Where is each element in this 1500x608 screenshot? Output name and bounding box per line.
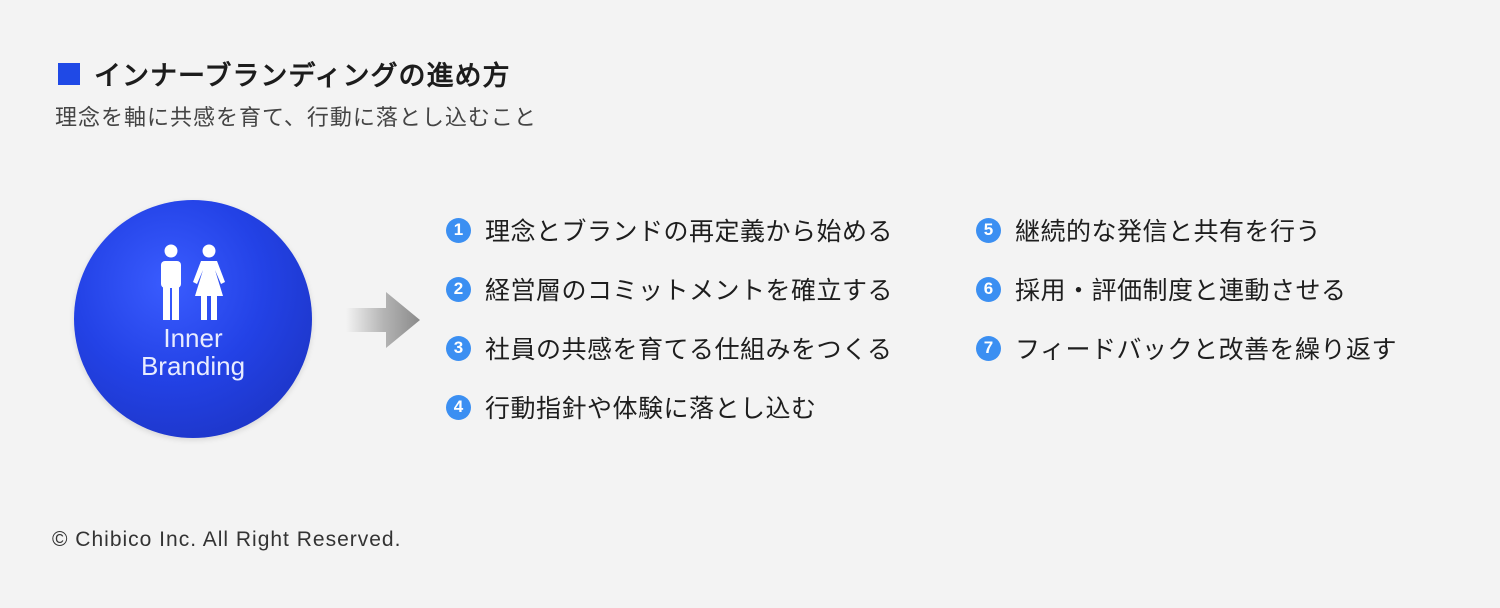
circle-label-line1: Inner xyxy=(163,323,223,353)
step-text: 経営層のコミットメントを確立する xyxy=(485,276,894,305)
circle-label-line2: Branding xyxy=(140,351,246,381)
header: インナーブランディングの進め方 xyxy=(58,54,511,93)
step-item: 2 経営層のコミットメントを確立する xyxy=(446,269,893,309)
step-text: 社員の共感を育てる仕組みをつくる xyxy=(485,335,893,364)
step-number-badge: 5 xyxy=(976,217,1001,243)
step-number-badge: 2 xyxy=(446,276,471,302)
step-item: 7 フィードバックと改善を繰り返す xyxy=(976,328,1397,368)
title-row: インナーブランディングの進め方 xyxy=(58,54,511,93)
inner-branding-circle: Inner Branding xyxy=(74,200,312,438)
copyright-text: © Chibico Inc. All Right Reserved. xyxy=(52,528,402,551)
step-item: 6 採用・評価制度と連動させる xyxy=(976,269,1397,309)
circle-label: Inner Branding xyxy=(74,324,312,380)
arrow-right-icon xyxy=(346,292,420,348)
step-text: 行動指針や体験に落とし込む xyxy=(485,394,817,423)
page-title: インナーブランディングの進め方 xyxy=(94,61,511,92)
step-text: 採用・評価制度と連動させる xyxy=(1015,276,1347,305)
step-text: フィードバックと改善を繰り返す xyxy=(1015,335,1398,364)
step-item: 3 社員の共感を育てる仕組みをつくる xyxy=(446,328,893,368)
page-subtitle: 理念を軸に共感を育て、行動に落とし込むこと xyxy=(55,106,537,131)
step-item: 1 理念とブランドの再定義から始める xyxy=(446,210,893,250)
steps-left: 1 理念とブランドの再定義から始める 2 経営層のコミットメントを確立する 3 … xyxy=(446,210,893,446)
step-number-badge: 1 xyxy=(446,217,471,243)
step-text: 理念とブランドの再定義から始める xyxy=(485,217,894,246)
step-number-badge: 7 xyxy=(976,335,1001,361)
step-item: 5 継続的な発信と共有を行う xyxy=(976,210,1397,250)
step-text: 継続的な発信と共有を行う xyxy=(1015,217,1322,246)
step-item: 4 行動指針や体験に落とし込む xyxy=(446,387,893,427)
step-number-badge: 4 xyxy=(446,394,471,420)
step-number-badge: 3 xyxy=(446,335,471,361)
title-square-icon xyxy=(58,62,80,85)
people-icon xyxy=(161,244,225,320)
step-number-badge: 6 xyxy=(976,276,1001,302)
steps-right: 5 継続的な発信と共有を行う 6 採用・評価制度と連動させる 7 フィードバック… xyxy=(976,210,1397,387)
